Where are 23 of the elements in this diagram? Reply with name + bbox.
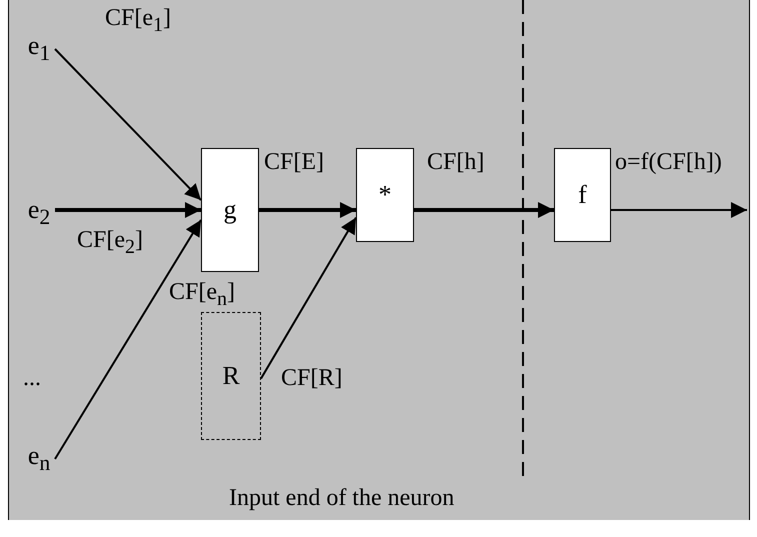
arrow [259,202,356,218]
arrow [260,217,357,380]
function-box: * [356,148,414,242]
edge-label: CF[e$_{2}$] [77,228,143,257]
edge-label: CF[E] [264,150,324,174]
text-label: Input end of the neuron [229,486,454,510]
arrow [54,219,202,460]
dashed-box: R [201,312,261,440]
edge-label: CF[R] [281,366,342,390]
input-label: e$_{2}$ [23,198,55,228]
arrow [55,202,201,218]
arrow [54,48,202,201]
arrow [414,202,554,218]
edge-label: CF[e$_{1}$] [105,6,171,35]
input-label: e$_{n}$ [23,444,55,474]
text-label: ... [23,366,41,390]
edge-label: CF[h] [427,150,484,174]
arrow [611,202,747,218]
edge-label: o=f(CF[h]) [615,150,722,174]
function-box: g [201,148,259,272]
function-box: f [554,148,611,242]
input-label: e$_{1}$ [23,34,55,64]
edge-label: CF[e$_{n}$] [169,280,235,309]
